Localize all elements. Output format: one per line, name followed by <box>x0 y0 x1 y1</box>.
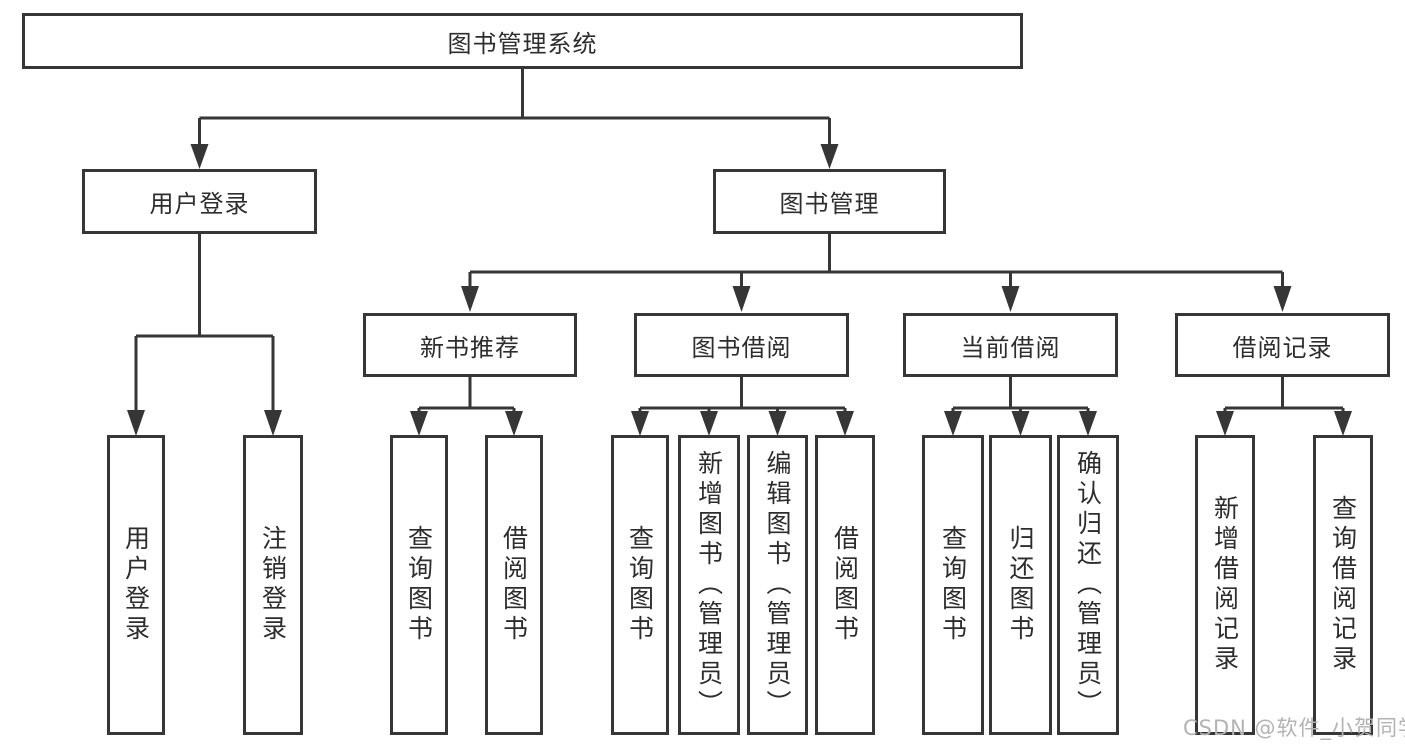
node-book-borrowing: 图书借阅 <box>634 313 849 377</box>
arrowhead-user-login <box>190 144 209 169</box>
leaf-label: 查询图书 <box>404 525 434 645</box>
node-label: 图书借阅 <box>691 333 792 362</box>
leaf-query-books-current: 查询图书 <box>922 435 984 735</box>
leaf-confirm-return-admin: 确认归还（管理员） <box>1057 435 1119 735</box>
node-book-management-system: 图书管理系统 <box>22 13 1023 69</box>
node-label: 图书管理系统 <box>447 29 598 58</box>
leaf-add-borrow-record: 新增借阅记录 <box>1195 435 1255 735</box>
connector-book-borrowing-to-leaves <box>631 377 854 436</box>
arrowhead-current-borrowing <box>1001 286 1020 312</box>
leaf-label: 注销登录 <box>258 525 288 645</box>
leaf-label: 借阅图书 <box>499 525 529 645</box>
connector-book-management-to-level3 <box>461 234 1292 312</box>
leaf-label: 借阅图书 <box>830 525 860 645</box>
leaf-query-borrow-record: 查询借阅记录 <box>1313 435 1373 735</box>
leaf-logout: 注销登录 <box>243 435 303 735</box>
leaf-borrow-books-recommend: 借阅图书 <box>485 435 543 735</box>
node-label: 借阅记录 <box>1232 333 1333 362</box>
connector-new-book-recommendation-to-leaves <box>410 377 523 436</box>
connector-borrowing-records-to-leaves <box>1216 377 1352 436</box>
leaf-return-books: 归还图书 <box>989 435 1052 735</box>
arrowhead-leaf-user-login <box>127 410 145 436</box>
arrowhead-new-book-recommendation <box>461 286 479 312</box>
leaf-label: 查询图书 <box>938 525 968 645</box>
node-borrowing-records: 借阅记录 <box>1175 313 1390 377</box>
leaf-user-login: 用户登录 <box>107 435 165 735</box>
leaf-add-books-admin: 新增图书（管理员） <box>678 435 740 735</box>
leaf-label: 归还图书 <box>1006 525 1035 645</box>
arrowhead-leaf-logout <box>264 410 282 436</box>
leaf-label: 编辑图书（管理员） <box>763 450 792 720</box>
node-book-management: 图书管理 <box>713 169 946 234</box>
arrowhead-borrowing-records <box>1273 286 1292 312</box>
connector-current-borrowing-to-leaves <box>944 377 1097 436</box>
leaf-query-books-recommend: 查询图书 <box>390 435 448 735</box>
connector-root-to-level2 <box>190 69 839 169</box>
leaf-label: 查询图书 <box>625 525 655 645</box>
leaf-label: 确认归还（管理员） <box>1073 450 1103 720</box>
arrowhead-book-borrowing <box>732 286 751 312</box>
arrowhead-book-management <box>820 144 839 169</box>
watermark: CSDN @软件_小贺同学 <box>1183 716 1405 740</box>
connector-user-login-to-leaves <box>127 234 282 436</box>
leaf-borrow-books-borrowing: 借阅图书 <box>815 435 875 735</box>
leaf-label: 查询借阅记录 <box>1328 495 1358 675</box>
leaf-label: 新增借阅记录 <box>1210 495 1240 675</box>
leaf-edit-books-admin: 编辑图书（管理员） <box>747 435 808 735</box>
node-user-login: 用户登录 <box>82 169 317 234</box>
node-label: 用户登录 <box>149 190 250 218</box>
leaf-label: 用户登录 <box>121 525 151 645</box>
node-label: 图书管理 <box>779 190 880 218</box>
node-new-book-recommendation: 新书推荐 <box>363 313 577 377</box>
node-label: 当前借阅 <box>960 333 1061 362</box>
node-current-borrowing: 当前借阅 <box>903 313 1118 377</box>
node-label: 新书推荐 <box>420 333 520 362</box>
leaf-label: 新增图书（管理员） <box>694 450 724 720</box>
leaf-query-books-borrowing: 查询图书 <box>611 435 669 735</box>
